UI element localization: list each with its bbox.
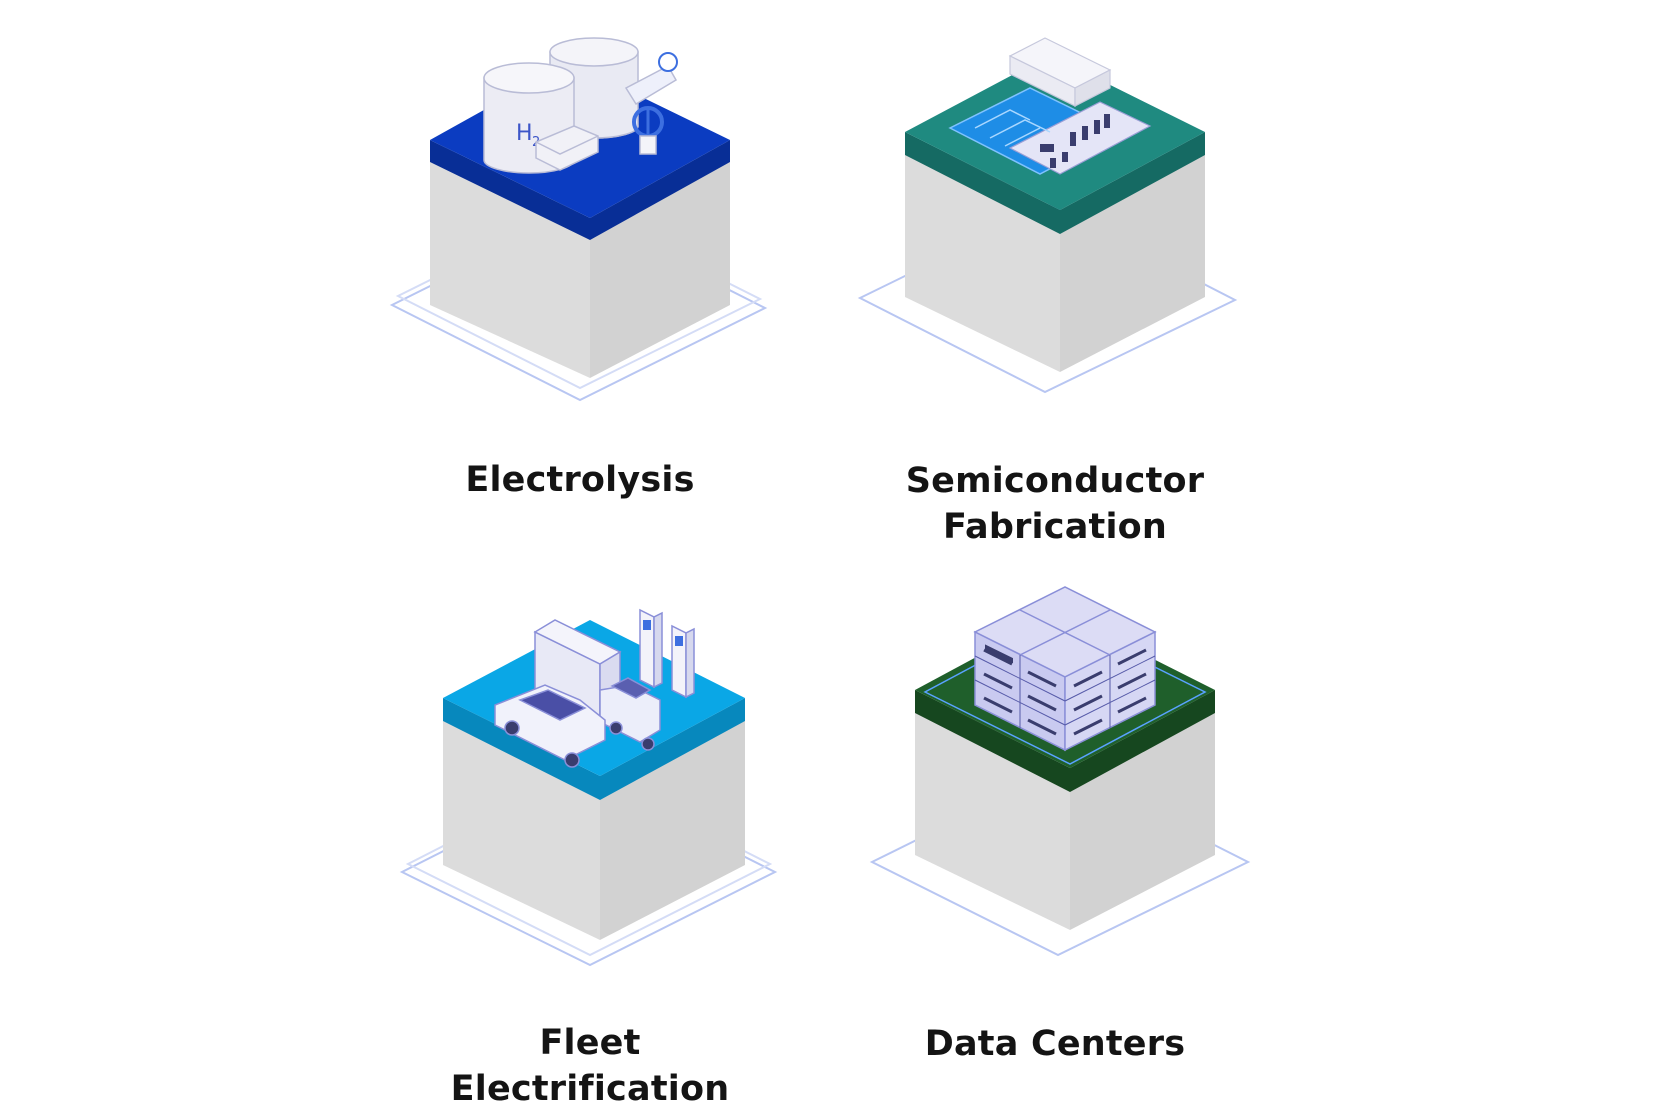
label-line: Data Centers	[924, 1024, 1186, 1064]
label-line: Fabrication	[942, 507, 1168, 547]
label-semiconductor: Semiconductor Fabrication	[845, 458, 1265, 550]
tile-fleet	[399, 608, 778, 967]
label-electrolysis: Electrolysis	[370, 457, 790, 503]
server-racks-icon	[973, 586, 1157, 752]
block-top-side	[430, 140, 730, 240]
circuit-board-icon	[948, 37, 1152, 175]
tile-electrolysis: H 2	[389, 37, 768, 402]
block-right-face	[1060, 152, 1205, 372]
label-line: Electrification	[450, 1069, 730, 1109]
block-right-face	[590, 160, 730, 378]
hydrogen-label: H	[516, 121, 533, 146]
block-right-face	[1070, 710, 1215, 930]
block-top-side	[905, 132, 1205, 234]
block-top-side	[443, 698, 745, 800]
label-datacenters: Data Centers	[845, 1021, 1265, 1067]
block-left-face	[915, 710, 1070, 930]
tile-datacenters	[869, 586, 1251, 957]
block-right-face	[600, 718, 745, 940]
tile-semiconductor	[857, 37, 1238, 394]
label-fleet: Fleet Electrification	[380, 1020, 800, 1112]
block-top-side	[915, 690, 1215, 792]
block-left-face	[430, 160, 590, 378]
block-left-face	[443, 718, 600, 940]
ev-charging-vehicles-icon	[494, 608, 695, 768]
block-left-face	[905, 152, 1060, 372]
label-line: Semiconductor	[905, 461, 1205, 501]
label-line: Electrolysis	[465, 460, 695, 500]
label-line: Fleet	[539, 1023, 641, 1063]
hydrogen-tanks-icon: H 2	[483, 37, 678, 174]
